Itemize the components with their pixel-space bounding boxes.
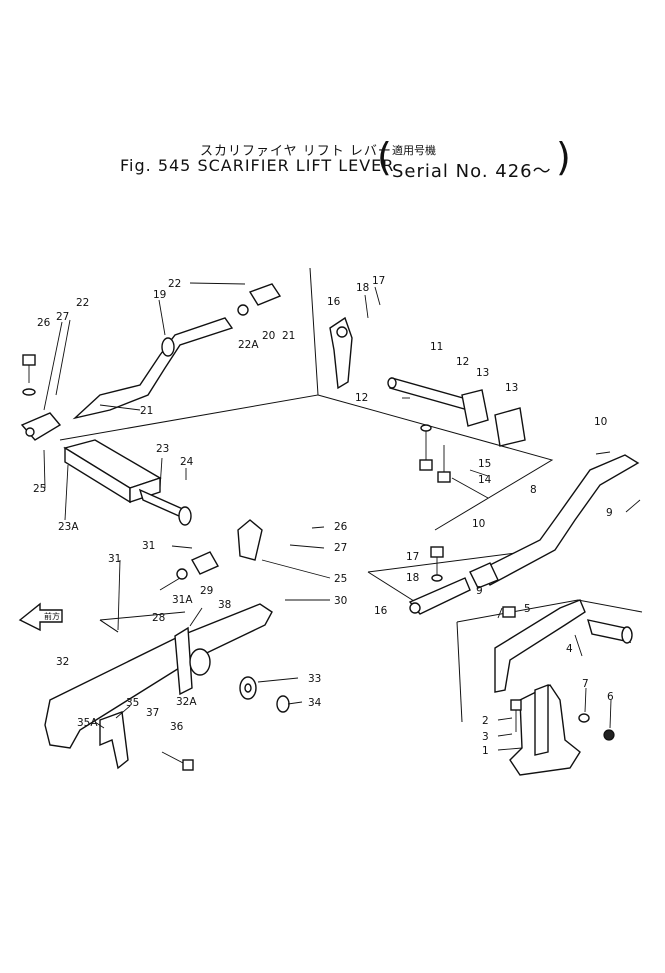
callout-3: 3 <box>482 731 489 743</box>
callout-22-top: 22 <box>168 278 181 290</box>
callout-13-a: 13 <box>476 367 489 379</box>
callout-4: 4 <box>566 643 573 655</box>
front-direction-label: 前方 <box>44 611 60 621</box>
callout-2: 2 <box>482 715 489 727</box>
part-17-bolt-mid <box>430 546 444 582</box>
callout-18-top: 18 <box>356 282 369 294</box>
callout-25-left: 25 <box>33 483 46 495</box>
callout-22-left: 22 <box>76 297 89 309</box>
callout-23: 23 <box>156 443 169 455</box>
part-6-nut <box>603 729 615 741</box>
callout-8: 8 <box>530 484 537 496</box>
callout-18-mid: 18 <box>406 572 419 584</box>
title-japanese: スカリファイヤ リフト レバー <box>200 144 392 159</box>
part-34-snap-ring <box>276 695 290 713</box>
part-35-bracket <box>99 711 129 770</box>
callout-37: 37 <box>146 707 159 719</box>
part-23-bracket <box>63 439 192 526</box>
callout-19: 19 <box>153 289 166 301</box>
callout-10-mid: 10 <box>472 518 485 530</box>
part-7-washer <box>578 713 590 723</box>
callout-26-mid: 26 <box>334 521 348 533</box>
callout-15: 15 <box>478 458 491 470</box>
callout-9-mid: 9 <box>476 585 483 597</box>
callout-labels: 22 17 18 16 19 22 26 27 22A 20 21 11 12 … <box>33 275 614 757</box>
callout-9-right: 9 <box>606 507 613 519</box>
callout-16-mid: 16 <box>374 605 388 617</box>
callout-16-top: 16 <box>327 296 341 308</box>
part-15-bolt <box>419 424 433 471</box>
callout-36: 36 <box>170 721 184 733</box>
callout-10-right: 10 <box>594 416 607 428</box>
callout-1: 1 <box>482 745 489 757</box>
serial-japanese: 適用号機 <box>392 144 436 157</box>
callout-5: 5 <box>524 603 531 615</box>
callout-7: 7 <box>582 678 589 690</box>
callout-21-mid: 21 <box>140 405 153 417</box>
callout-17-top: 17 <box>372 275 385 287</box>
part-8-rod <box>469 454 640 589</box>
callout-35: 35 <box>126 697 139 709</box>
part-33-washer <box>239 676 257 700</box>
part-16-lever-top <box>329 316 353 390</box>
callout-6: 6 <box>607 691 614 703</box>
part-19-rod <box>72 317 234 420</box>
callout-21-top: 21 <box>282 330 295 342</box>
callout-26-left: 26 <box>37 317 51 329</box>
part-11-shaft <box>387 377 471 411</box>
part-25-lever-upper <box>20 412 62 441</box>
callout-14: 14 <box>478 474 492 486</box>
callout-17-mid: 17 <box>406 551 419 563</box>
callout-20: 20 <box>262 330 275 342</box>
callout-25-mid: 25 <box>334 573 347 585</box>
figure-title: Fig. 545 SCARIFIER LIFT LEVER <box>120 156 395 175</box>
callout-24: 24 <box>180 456 194 468</box>
part-36-bolt <box>161 751 194 771</box>
callout-32a: 32A <box>176 696 197 708</box>
callout-leaders <box>43 282 641 751</box>
callout-34: 34 <box>308 697 322 709</box>
callout-11: 11 <box>430 341 443 353</box>
callout-12-top: 12 <box>456 356 469 368</box>
part-29-clevis-mid <box>159 551 219 591</box>
callout-35a: 35A <box>77 717 98 729</box>
part-25-lever-mid <box>237 519 263 561</box>
part-16-lever-mid <box>408 577 471 615</box>
callout-27-mid: 27 <box>334 542 347 554</box>
callout-38: 38 <box>218 599 231 611</box>
part-32-main-pedal-lever <box>44 603 273 749</box>
part-13-block-b <box>494 407 526 447</box>
callout-23a: 23A <box>58 521 79 533</box>
callout-28: 28 <box>152 612 165 624</box>
callout-30: 30 <box>334 595 347 607</box>
callout-31-left: 31 <box>108 553 121 565</box>
serial-number: Serial No. 426～ <box>392 161 552 182</box>
callout-33: 33 <box>308 673 321 685</box>
callout-27-left: 27 <box>56 311 69 323</box>
part-13-block-a <box>461 389 489 427</box>
callout-32: 32 <box>56 656 69 668</box>
close-paren-glyph: ) <box>556 135 571 179</box>
part-20-clevis <box>237 283 282 316</box>
callout-31: 31 <box>142 540 155 552</box>
part-1-stand <box>509 683 581 776</box>
part-14-bolt <box>437 445 451 483</box>
part-2-bolt <box>510 699 522 732</box>
part-26-bolt-upper <box>22 354 36 396</box>
part-5-bolt <box>502 606 516 618</box>
callout-13-b: 13 <box>505 382 518 394</box>
callout-12-mid: 12 <box>355 392 368 404</box>
front-direction-arrow: 前方 <box>18 602 63 632</box>
part-4-lever <box>494 599 633 693</box>
callout-29: 29 <box>200 585 213 597</box>
callout-31a: 31A <box>172 594 193 606</box>
callout-22a: 22A <box>238 339 259 351</box>
open-paren-glyph: ( <box>377 135 392 179</box>
